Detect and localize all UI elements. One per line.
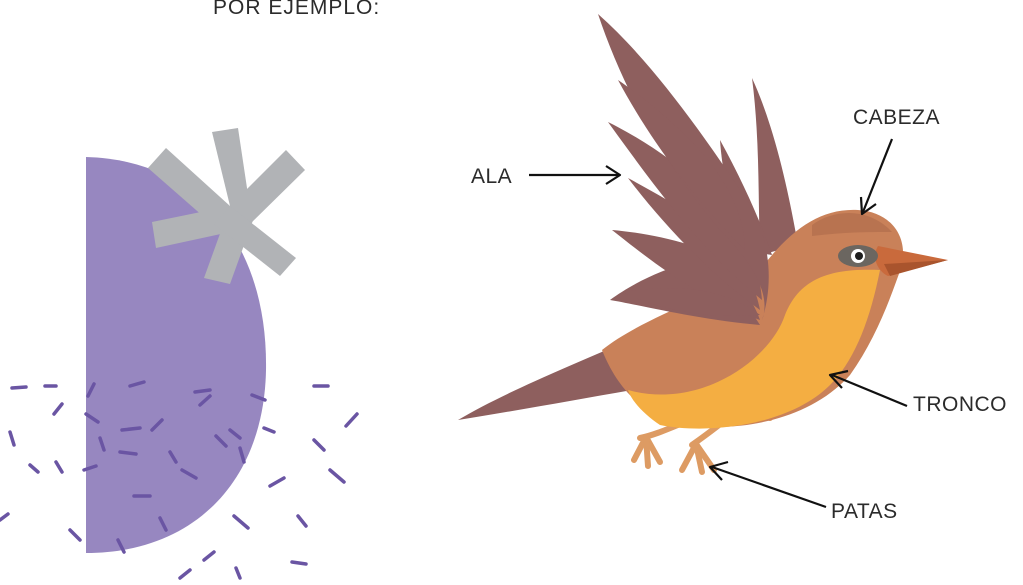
arrow-legs bbox=[712, 467, 826, 507]
arrow-trunk bbox=[832, 375, 907, 406]
label-wing-text: ALA bbox=[471, 165, 512, 188]
label-legs-text: PATAS bbox=[831, 500, 898, 523]
bird-front-wing bbox=[598, 14, 769, 325]
caption: POR EJEMPLO: bbox=[213, 0, 380, 19]
label-trunk-text: TRONCO bbox=[913, 393, 1007, 416]
label-head-text: CABEZA bbox=[853, 106, 940, 129]
bird-illustration bbox=[458, 14, 948, 472]
label-wing: ALA bbox=[471, 165, 620, 188]
label-head: CABEZA bbox=[853, 106, 940, 214]
label-legs: PATAS bbox=[710, 462, 898, 523]
arrow-head bbox=[863, 139, 892, 212]
label-trunk: TRONCO bbox=[830, 371, 1007, 416]
